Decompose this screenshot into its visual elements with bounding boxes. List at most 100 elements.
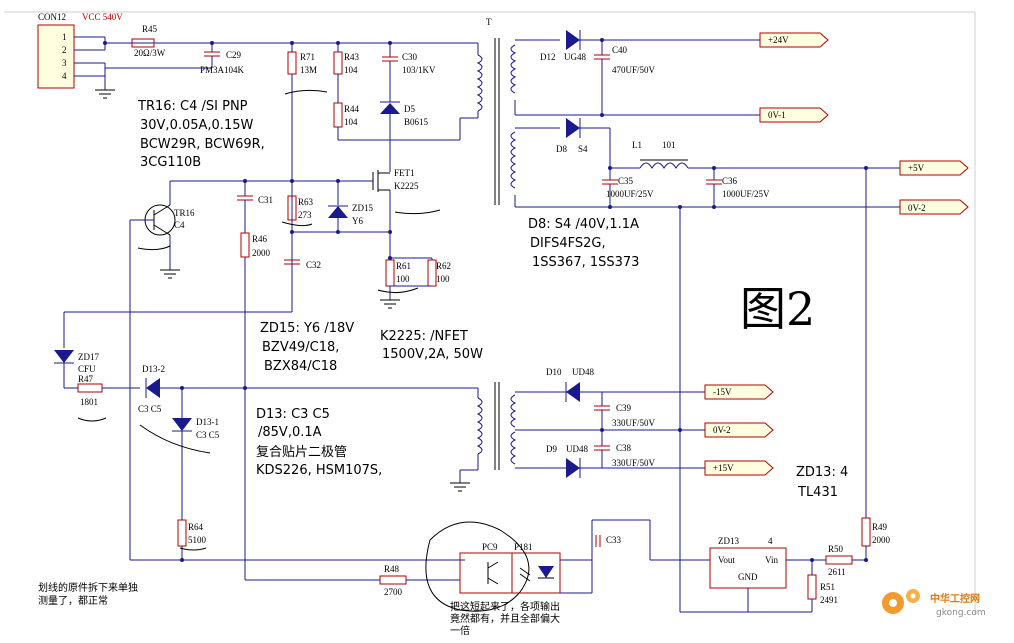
rail-label-m15: -15V: [704, 384, 774, 400]
svg-text:104: 104: [344, 65, 358, 75]
junction-dots: [103, 38, 868, 562]
svg-text:Y6: Y6: [352, 216, 363, 226]
svg-text:T: T: [486, 17, 492, 27]
svg-text:101: 101: [662, 140, 676, 150]
svg-text:C30: C30: [402, 52, 418, 62]
figure-label: 图2: [740, 282, 815, 336]
note-chinese-1-line1: 划线的原件拆下来单独: [38, 581, 138, 594]
svg-text:C32: C32: [306, 260, 321, 270]
note-d8-line1: D8: S4 /40V,1.1A: [528, 217, 639, 232]
svg-text:TR16: TR16: [174, 208, 195, 218]
optocoupler-pc9: PC9 P181: [459, 542, 561, 594]
connector-con12: CON12 VCC 540V 1 2 3 4: [37, 12, 123, 99]
svg-text:D13-2: D13-2: [142, 364, 165, 374]
note-chinese-2-line1: 把这短起来了，各项输出: [450, 600, 560, 613]
svg-text:R48: R48: [384, 564, 400, 574]
rail-label-p24: +24V: [759, 32, 829, 48]
note-k2225-line1: K2225: /NFET: [380, 329, 468, 344]
svg-text:2611: 2611: [828, 567, 846, 577]
svg-text:C3 C5: C3 C5: [196, 430, 220, 440]
watermark-logo: 中华工控网 gkong.com: [882, 589, 986, 618]
resistor-r50: R50 2611: [825, 544, 853, 577]
svg-text:Vin: Vin: [765, 555, 778, 565]
zener-zd17: ZD17 CFU: [54, 350, 99, 388]
svg-text:330UF/50V: 330UF/50V: [612, 458, 656, 468]
diode-d9: D9 UD48: [546, 444, 588, 478]
rail-label-p15: +15V: [704, 460, 774, 476]
hand-marks: [77, 89, 530, 612]
svg-text:1000UF/25V: 1000UF/25V: [722, 189, 770, 199]
note-chinese-2-line3: 一倍: [450, 624, 470, 637]
resistor-r45: R45 20Ω/3W: [131, 24, 166, 58]
rail-label-ov2b: 0V-2: [704, 422, 774, 438]
svg-text:FET1: FET1: [394, 168, 415, 178]
svg-text:D12: D12: [540, 52, 556, 62]
svg-text:R64: R64: [188, 522, 204, 532]
svg-text:104: 104: [344, 117, 358, 127]
svg-text:100: 100: [396, 274, 410, 284]
note-tr16-line4: 3CG110B: [140, 155, 201, 170]
note-zd15-line3: BZX84/C18: [264, 359, 337, 374]
note-zd13-line1: ZD13: 4: [796, 465, 848, 480]
svg-text:C4: C4: [174, 220, 185, 230]
resistor-r44: R44 104: [333, 74, 360, 140]
svg-text:100: 100: [436, 274, 450, 284]
svg-text:R49: R49: [872, 522, 888, 532]
svg-text:PC9: PC9: [482, 542, 498, 552]
capacitor-c38: C38 330UF/50V: [594, 430, 656, 468]
note-tr16-line2: 30V,0.05A,0.15W: [140, 118, 253, 133]
svg-text:ZD15: ZD15: [352, 203, 373, 213]
svg-text:C36: C36: [722, 176, 738, 186]
note-d13-line1: D13: C3 C5: [256, 407, 330, 422]
resistor-r62: R62 100: [427, 258, 451, 287]
transformer-t: T: [476, 17, 517, 205]
capacitor-c32: C32: [284, 232, 321, 312]
svg-text:中华工控网: 中华工控网: [930, 592, 980, 605]
svg-text:0V-1: 0V-1: [768, 110, 786, 120]
diode-d13-1: D13-1 C3 C5: [172, 388, 220, 520]
inductor-l1: L1 101: [632, 140, 689, 169]
svg-text:CFU: CFU: [78, 364, 96, 374]
svg-text:UD48: UD48: [572, 367, 594, 377]
note-d13-line4: KDS226, HSM107S,: [256, 463, 382, 478]
svg-text:2000: 2000: [252, 248, 271, 258]
svg-text:3: 3: [62, 58, 67, 68]
svg-text:R51: R51: [820, 582, 835, 592]
capacitor-c30: C30 103/1KV: [382, 43, 436, 102]
note-zd15-line1: ZD15: Y6 /18V: [260, 321, 354, 336]
svg-text:0V-2: 0V-2: [713, 425, 731, 435]
transformer-lower: [450, 382, 517, 492]
resistor-r46: R46 2000: [240, 232, 271, 580]
svg-text:103/1KV: 103/1KV: [402, 65, 436, 75]
svg-text:1000UF/25V: 1000UF/25V: [606, 189, 654, 199]
note-k2225-line2: 1500V,2A, 50W: [382, 347, 483, 362]
svg-text:D9: D9: [546, 444, 557, 454]
note-d8-line3: 1SS367, 1SS373: [532, 255, 639, 270]
svg-text:1: 1: [62, 32, 67, 42]
diode-d8: D8 S4: [556, 118, 588, 154]
capacitor-c29: C29 PM3A104K: [105, 43, 245, 75]
svg-text:D10: D10: [546, 367, 562, 377]
rail-label-ov1: 0V-1: [759, 107, 829, 123]
svg-text:UD48: UD48: [566, 444, 588, 454]
svg-text:0V-2: 0V-2: [908, 203, 926, 213]
note-d8-line2: DIFS4FS2G,: [530, 236, 606, 251]
svg-text:VCC 540V: VCC 540V: [82, 12, 123, 22]
regulator-zd13: ZD13 4 Vout Vin GND: [709, 536, 787, 612]
capacitor-c40: C40 470UF/50V: [594, 40, 656, 115]
svg-text:470UF/50V: 470UF/50V: [612, 65, 656, 75]
svg-text:R50: R50: [828, 544, 844, 554]
note-chinese-1-line2: 测量了，都正常: [38, 594, 108, 607]
note-chinese-2-line2: 竟然都有，并且全部偏大: [450, 612, 560, 625]
svg-text:P181: P181: [514, 542, 533, 552]
svg-text:C3 C5: C3 C5: [138, 404, 162, 414]
svg-text:C38: C38: [616, 443, 632, 453]
resistor-r71: R71 13M: [287, 43, 317, 300]
note-d13-line2: /85V,0.1A: [258, 425, 322, 440]
svg-text:+15V: +15V: [713, 463, 734, 473]
svg-text:Vout: Vout: [718, 555, 735, 565]
svg-text:R45: R45: [142, 24, 158, 34]
note-tr16-line3: BCW29R, BCW69R,: [140, 137, 265, 152]
diode-d5: D5 B0615: [380, 101, 429, 140]
rail-label-p5: +5V: [899, 160, 969, 176]
